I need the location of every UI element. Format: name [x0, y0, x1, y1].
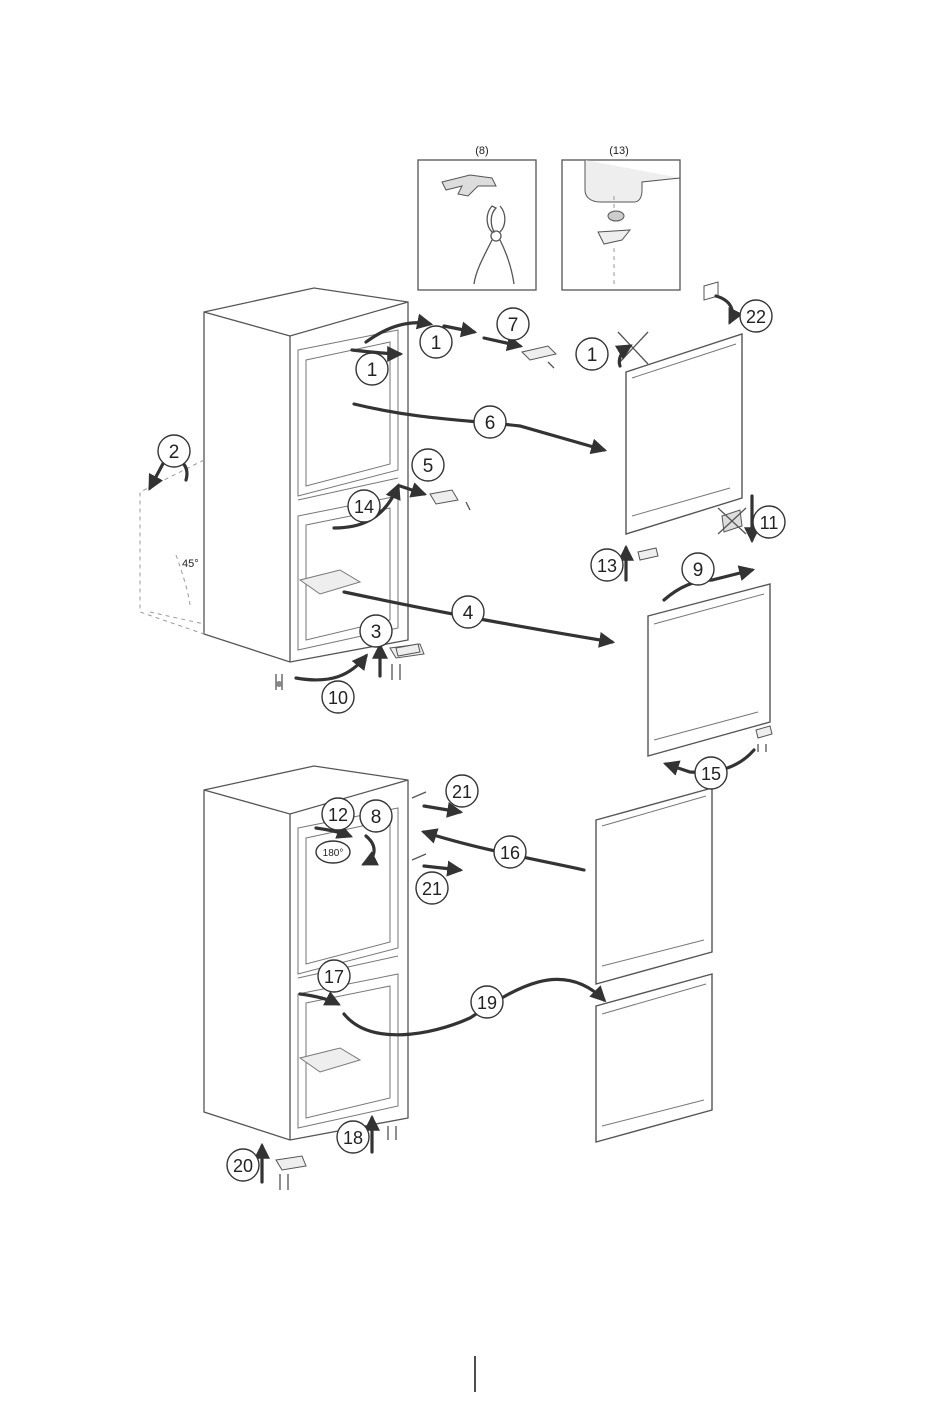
hinge-part-5	[430, 490, 470, 510]
svg-text:15: 15	[701, 764, 721, 784]
svg-text:12: 12	[328, 805, 348, 825]
step-number-1: 1	[356, 353, 388, 385]
freezer-door-moved	[596, 788, 712, 984]
svg-text:21: 21	[452, 782, 472, 802]
svg-text:2: 2	[169, 442, 180, 463]
svg-text:22: 22	[746, 307, 766, 327]
step-number-20: 20	[227, 1149, 259, 1181]
svg-text:19: 19	[477, 993, 497, 1013]
step-number-9: 9	[682, 553, 714, 585]
hinge-bracket-part-7	[522, 346, 556, 368]
svg-text:5: 5	[423, 456, 434, 477]
inset-label-8: (8)	[475, 145, 488, 157]
step-number-16: 16	[494, 836, 526, 868]
svg-text:1: 1	[431, 333, 442, 354]
inset-label-13: (13)	[609, 145, 629, 157]
step-number-13: 13	[591, 549, 623, 581]
pliers-icon	[474, 206, 514, 284]
foot-screws-left	[276, 674, 282, 690]
step-number-17: 17	[318, 960, 350, 992]
svg-text:6: 6	[485, 413, 496, 434]
step-number-1: 1	[420, 326, 452, 358]
svg-text:14: 14	[354, 497, 374, 517]
step-number-15: 15	[695, 757, 727, 789]
step-number-7: 7	[497, 308, 529, 340]
svg-text:18: 18	[343, 1128, 363, 1148]
svg-text:20: 20	[233, 1156, 253, 1176]
svg-text:17: 17	[324, 967, 344, 987]
inset-panel-13: (13)	[562, 145, 680, 290]
svg-text:7: 7	[508, 315, 519, 336]
step-number-14: 14	[348, 490, 380, 522]
step-number-22: 22	[740, 300, 772, 332]
step-number-18: 18	[337, 1121, 369, 1153]
svg-text:10: 10	[328, 688, 348, 708]
step-number-21: 21	[416, 872, 448, 904]
svg-text:21: 21	[422, 879, 442, 899]
svg-text:1: 1	[587, 345, 598, 366]
step-number-3: 3	[360, 615, 392, 647]
freezer-door-upper-right	[626, 334, 742, 534]
cross-mark-icon	[618, 332, 648, 364]
rotation-180-badge: 180°	[316, 841, 350, 863]
hinge-part-15	[756, 726, 772, 752]
svg-text:3: 3	[371, 622, 382, 643]
inset-panel-8: (8)	[418, 145, 536, 290]
crossed-part-11-icon	[718, 508, 746, 534]
fridge-door-lower-right	[648, 584, 770, 756]
svg-text:13: 13	[597, 556, 617, 576]
screw-parts-21	[412, 792, 426, 860]
step-number-1: 1	[576, 338, 608, 370]
svg-text:8: 8	[371, 807, 382, 828]
step-number-5: 5	[412, 449, 444, 481]
svg-text:4: 4	[463, 603, 474, 624]
step-number-12: 12	[322, 798, 354, 830]
svg-text:180°: 180°	[323, 848, 344, 859]
step-number-19: 19	[471, 986, 503, 1018]
step-number-8: 8	[360, 800, 392, 832]
step-number-4: 4	[452, 596, 484, 628]
svg-text:9: 9	[693, 560, 704, 581]
step-number-11: 11	[753, 506, 785, 538]
step-number-21: 21	[446, 775, 478, 807]
svg-text:11: 11	[760, 513, 779, 533]
step-number-2: 2	[158, 435, 190, 467]
step-number-10: 10	[322, 681, 354, 713]
hinge-part-13	[638, 548, 658, 560]
fridge-door-moved	[596, 974, 712, 1142]
tilt-angle-label: 45°	[182, 558, 199, 570]
svg-text:16: 16	[500, 843, 520, 863]
svg-text:1: 1	[367, 360, 378, 381]
step-number-6: 6	[474, 406, 506, 438]
